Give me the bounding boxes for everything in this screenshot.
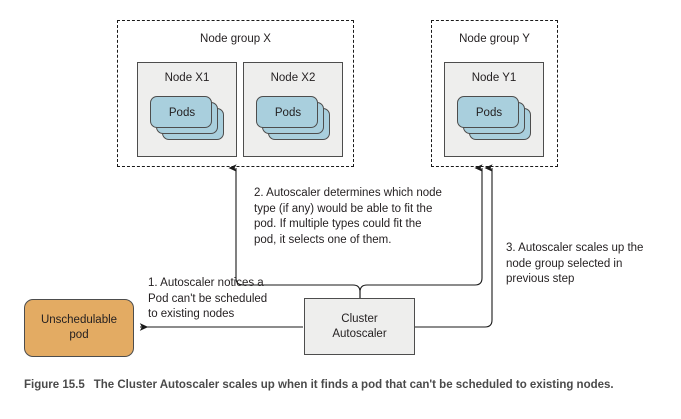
node-y1-pods-stack[interactable]: Pods (457, 96, 533, 142)
arrow-to-node-group-y-step2 (359, 164, 483, 298)
node-x1-pods-stack[interactable]: Pods (150, 96, 226, 142)
pods-stack-layer-front: Pods (256, 96, 318, 128)
node-y1-box[interactable]: Node Y1 Pods (444, 62, 544, 157)
node-group-x-frame: Node group X (117, 20, 354, 167)
node-y1-pods-label: Pods (475, 107, 503, 119)
node-x2-pods-stack[interactable]: Pods (256, 96, 332, 142)
annotation-step-1: 1. Autoscaler notices a Pod can't be sch… (148, 277, 268, 320)
pods-stack-layer-front: Pods (150, 96, 212, 128)
annotation-step-2: 2. Autoscaler determines which node type… (254, 187, 442, 246)
node-x1-title: Node X1 (164, 72, 210, 84)
node-x2-box[interactable]: Node X2 Pods (243, 62, 343, 157)
arrow-to-node-group-x (228, 164, 361, 298)
unschedulable-pod-box[interactable]: Unschedulable pod (24, 299, 134, 357)
cluster-autoscaler-box[interactable]: Cluster Autoscaler (304, 298, 415, 355)
figure-caption-label: Figure 15.5 (24, 379, 85, 391)
node-group-x-title: Node group X (200, 33, 271, 45)
node-x2-pods-label: Pods (274, 107, 302, 119)
annotation-step-3: 3. Autoscaler scales up the node group s… (506, 242, 644, 285)
pods-stack-layer-front: Pods (457, 96, 519, 128)
node-group-y-frame: Node group Y (431, 20, 558, 167)
node-x1-pods-label: Pods (168, 107, 196, 119)
figure-caption-text: The Cluster Autoscaler scales up when it… (93, 379, 614, 391)
node-group-y-title: Node group Y (459, 33, 530, 45)
figure-caption: Figure 15.5 The Cluster Autoscaler scales… (24, 377, 654, 394)
node-x2-title: Node X2 (270, 72, 316, 84)
arrow-to-node-group-y-step3 (415, 164, 493, 328)
node-y1-title: Node Y1 (471, 72, 517, 84)
node-x1-box[interactable]: Node X1 Pods (137, 62, 237, 157)
